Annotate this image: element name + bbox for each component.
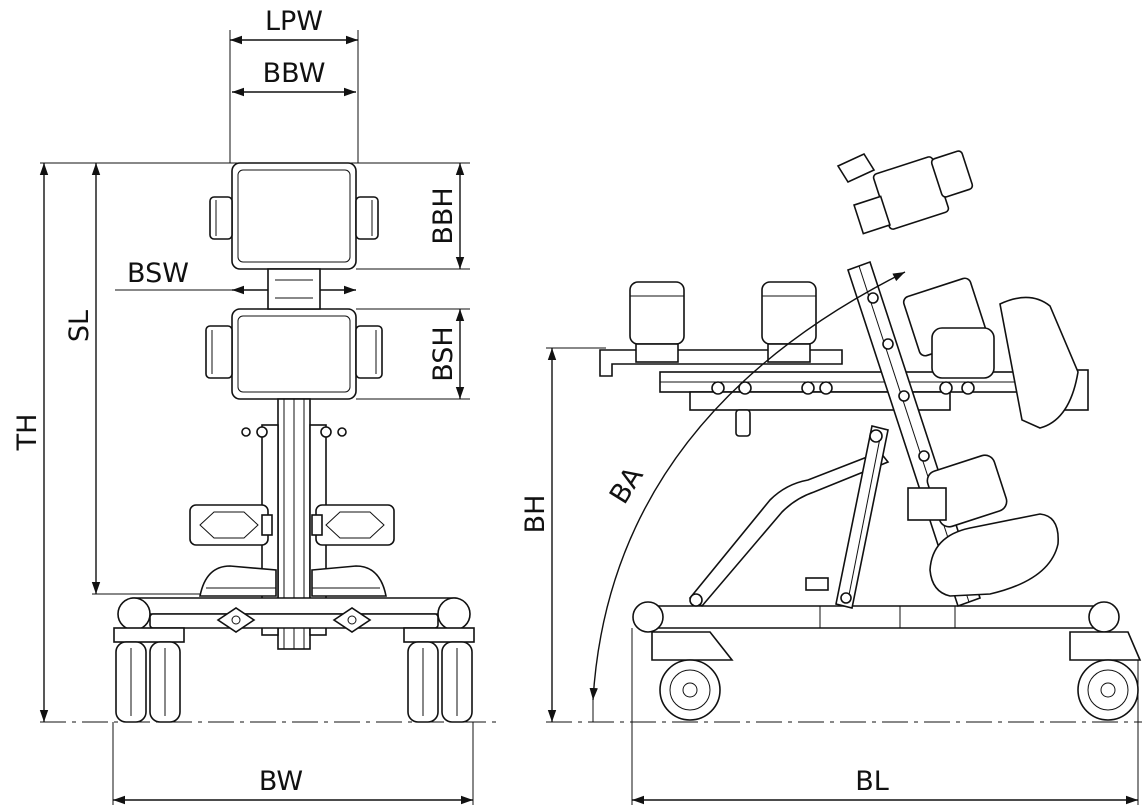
- side-view: BH BA BL: [520, 150, 1142, 805]
- dim-label-bl: BL: [855, 766, 889, 797]
- side-tray: [599, 281, 843, 377]
- dim-label-bbh: BBH: [428, 187, 459, 244]
- dim-label-sl: SL: [64, 310, 95, 342]
- dim-label-lpw: LPW: [265, 6, 323, 37]
- front-view: LPW BBW BBH BSW BSH SL TH BW: [12, 6, 500, 805]
- dim-label-bw: BW: [259, 766, 303, 797]
- dim-label-ba: BA: [604, 461, 650, 509]
- dim-label-th: TH: [12, 414, 43, 452]
- side-base-frame: [632, 601, 1142, 721]
- dim-label-bh: BH: [520, 495, 551, 534]
- front-base-frame: [113, 597, 475, 643]
- front-dimension-lines: [39, 35, 473, 805]
- front-foot-plates: [199, 565, 387, 597]
- front-wheels: [115, 641, 473, 723]
- dim-label-bsw: BSW: [127, 258, 189, 289]
- front-extension-lines: [40, 30, 474, 805]
- front-seat-pad: [205, 268, 383, 400]
- dim-label-bbw: BBW: [263, 58, 326, 89]
- front-knee-pads: [189, 504, 395, 546]
- front-back-pad: [209, 162, 379, 270]
- side-support-arm: [688, 425, 890, 609]
- side-dimension-lines: [547, 271, 1138, 805]
- dim-label-bsh: BSH: [428, 326, 459, 382]
